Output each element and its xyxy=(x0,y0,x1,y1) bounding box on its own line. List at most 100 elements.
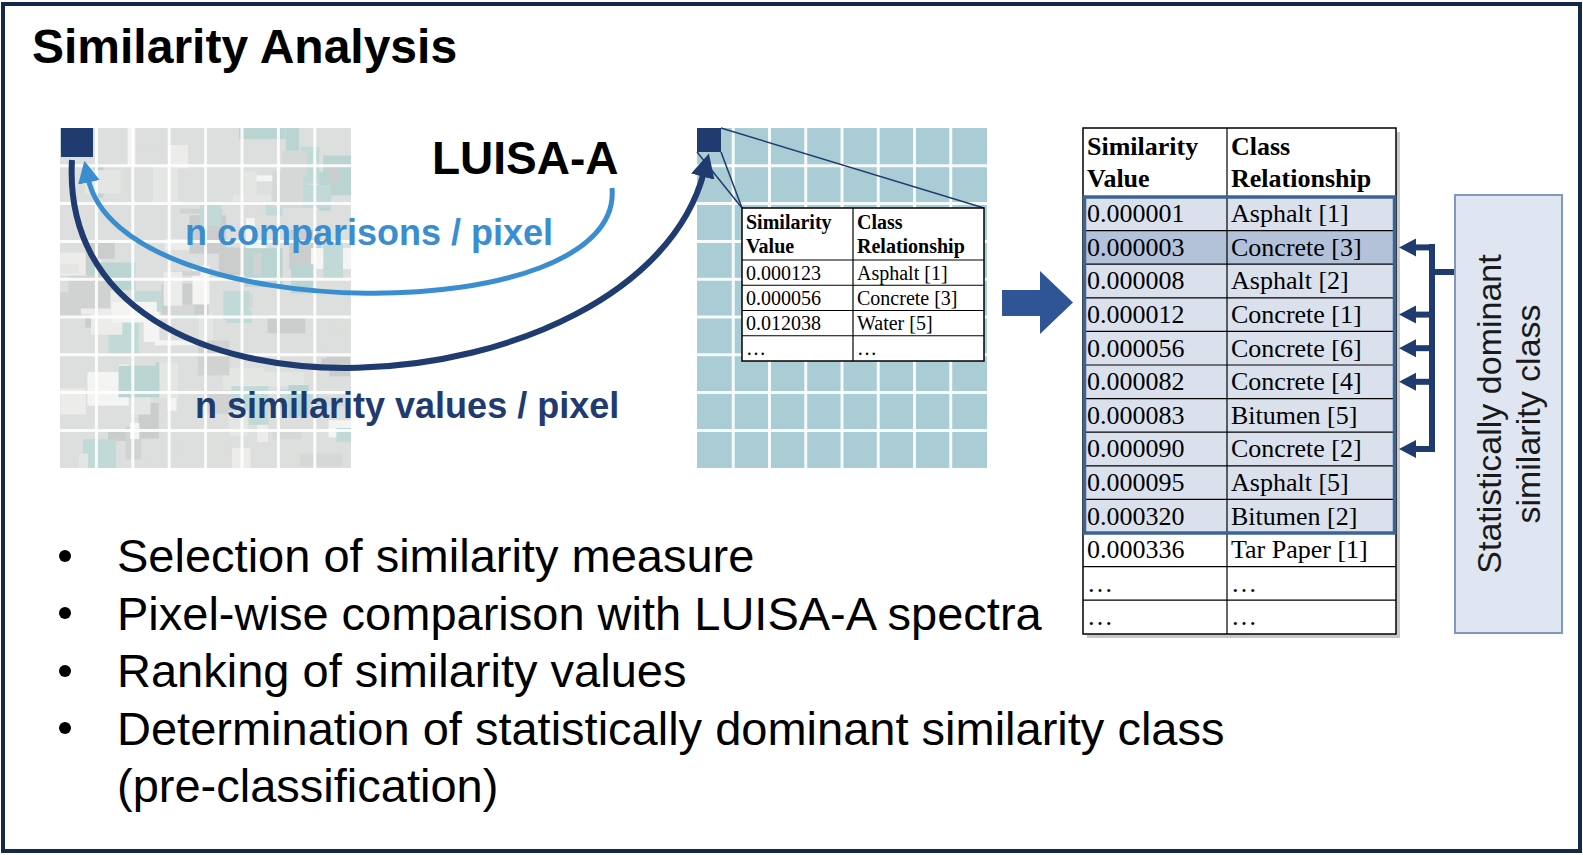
table-rule xyxy=(1083,432,1396,433)
similarity-value: 0.000012 xyxy=(1083,298,1227,332)
bracket-arrowhead xyxy=(1399,339,1416,357)
class-relationship: Asphalt [2] xyxy=(1227,264,1396,298)
selected-pixel xyxy=(61,128,93,157)
similarity-value: 0.000008 xyxy=(1083,264,1227,298)
bracket-arrowhead xyxy=(1399,373,1416,391)
class-relationship: … xyxy=(853,336,984,361)
class-relationship: Concrete [3] xyxy=(853,285,984,310)
grid-line xyxy=(131,128,134,468)
table-header: Class Relationship xyxy=(853,208,984,260)
table-rule xyxy=(1083,398,1396,399)
similarity-value: 0.000320 xyxy=(1083,499,1227,533)
grid-line xyxy=(697,391,987,394)
similarity-value: 0.000336 xyxy=(1083,533,1227,567)
class-box: Statistically dominant similarity class xyxy=(1454,194,1563,634)
table-rule xyxy=(742,335,984,336)
similarity-value: 0.000001 xyxy=(1083,197,1227,231)
class-relationship: Asphalt [5] xyxy=(1227,466,1396,500)
similarity-value: 0.000123 xyxy=(742,260,853,285)
grid-line xyxy=(732,128,735,468)
bullet-dot xyxy=(59,665,71,677)
class-relationship: Bitumen [5] xyxy=(1227,399,1396,433)
class-relationship: Concrete [3] xyxy=(1227,231,1396,265)
bullet-text: Determination of statistically dominant … xyxy=(117,700,1277,815)
class-relationship: Asphalt [1] xyxy=(853,260,984,285)
bracket-arrows xyxy=(1399,238,1432,458)
table-rule xyxy=(1083,566,1396,567)
similarity-value: 0.012038 xyxy=(742,311,853,336)
similarity-grid xyxy=(697,128,987,468)
bullet-dot xyxy=(59,722,71,734)
bracket-link xyxy=(1432,269,1454,275)
highlight-fill xyxy=(1083,197,1396,533)
selected-pixel xyxy=(697,128,721,152)
table-rule xyxy=(1083,264,1396,265)
grid-line xyxy=(60,429,351,432)
bullet-item: Selection of similarity measure xyxy=(117,527,1277,585)
small-table xyxy=(742,208,984,361)
similarity-value: … xyxy=(1083,567,1227,601)
arrow-label: n comparisons / pixel xyxy=(185,215,553,251)
highlight-row xyxy=(1083,231,1396,265)
table-rule xyxy=(742,259,984,260)
similarity-value: 0.000082 xyxy=(1083,365,1227,399)
table-rules xyxy=(1083,197,1396,600)
bullet-dot xyxy=(59,550,71,562)
table-rule xyxy=(1226,128,1227,634)
grid-line xyxy=(60,353,351,356)
similarity-value: … xyxy=(1083,600,1227,634)
class-relationship: Concrete [6] xyxy=(1227,331,1396,365)
grid-line xyxy=(60,316,351,319)
grid-line xyxy=(168,128,171,468)
bullet-text: Ranking of similarity values xyxy=(117,642,1277,700)
grid-line xyxy=(60,164,351,167)
class-relationship: Bitumen [2] xyxy=(1227,499,1396,533)
class-relationship: … xyxy=(1227,567,1396,601)
table-header: Similarity Value xyxy=(742,208,853,260)
frame xyxy=(3,4,1580,851)
bracket-arrowhead xyxy=(1399,238,1416,256)
similarity-value: 0.000056 xyxy=(1083,331,1227,365)
table-rule xyxy=(1083,331,1396,332)
class-relationship: Tar Paper [1] xyxy=(1227,533,1396,567)
class-relationship: Water [5] xyxy=(853,311,984,336)
pixel-grid xyxy=(697,128,987,468)
bullet-text: Selection of similarity measure xyxy=(117,527,1277,585)
ranking-table xyxy=(1083,128,1396,634)
bullet-dot xyxy=(59,607,71,619)
bullet-item: Determination of statistically dominant … xyxy=(117,700,1277,815)
table-header: Similarity Value xyxy=(1083,128,1227,197)
library-name: LUISA-A xyxy=(432,135,619,181)
table-rule xyxy=(742,310,984,311)
similarity-value: 0.000090 xyxy=(1083,432,1227,466)
similarity-value: 0.000083 xyxy=(1083,399,1227,433)
table-rule xyxy=(1083,297,1396,298)
grid-line xyxy=(95,128,98,468)
similarity-value: … xyxy=(742,336,853,361)
arrow-label: n similarity values / pixel xyxy=(195,388,619,424)
bullet-item: Ranking of similarity values xyxy=(117,642,1277,700)
bullet-item: Pixel-wise comparison with LUISA-A spect… xyxy=(117,585,1277,643)
table-rule xyxy=(1083,499,1396,500)
zoom-line xyxy=(721,152,742,208)
class-relationship: Asphalt [1] xyxy=(1227,197,1396,231)
comparison-arc xyxy=(88,178,612,293)
table-rule xyxy=(742,285,984,286)
title: Similarity Analysis xyxy=(32,23,457,71)
table-rule xyxy=(1083,364,1396,365)
bracket-arrowhead xyxy=(1399,440,1416,458)
bracket-arrowhead xyxy=(1399,306,1416,324)
zoom-line xyxy=(721,128,984,208)
table-rule xyxy=(1083,230,1396,231)
class-box-text: Statistically dominant similarity class xyxy=(1469,214,1547,614)
block-arrow xyxy=(1002,271,1073,334)
table-rule xyxy=(852,208,853,361)
similarity-value: 0.000003 xyxy=(1083,231,1227,265)
table-rule xyxy=(1083,600,1396,601)
similarity-value: 0.000056 xyxy=(742,285,853,310)
similarity-value: 0.000095 xyxy=(1083,466,1227,500)
grid-line xyxy=(60,202,351,205)
similarity-arc xyxy=(72,160,704,368)
bullet-text: Pixel-wise comparison with LUISA-A spect… xyxy=(117,585,1277,643)
